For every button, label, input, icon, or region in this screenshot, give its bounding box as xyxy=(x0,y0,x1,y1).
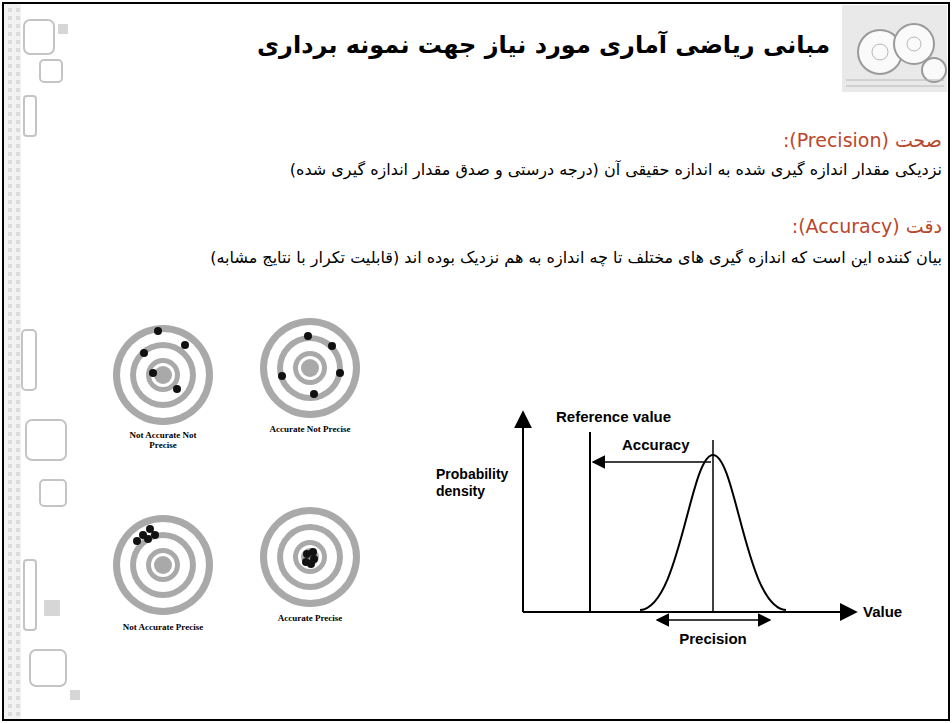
definition-text: بیان کننده این است که اندازه گیری های مخ… xyxy=(40,246,942,270)
target-caption: Not Accurate Not Precise xyxy=(118,430,208,451)
deco-blocks xyxy=(44,24,80,700)
blueprint-picture xyxy=(842,5,947,92)
axis-label: Value xyxy=(863,603,902,620)
deco-strip xyxy=(3,3,21,720)
slide-title: مبانی ریاضی آماری مورد نیاز جهت نمونه بر… xyxy=(120,30,830,61)
slide-frame xyxy=(3,3,949,720)
axis-label: Accuracy xyxy=(622,436,690,453)
target-caption: Not Accurate Precise xyxy=(118,622,208,632)
target-symbols xyxy=(113,318,360,615)
term-heading: دقت (Accuracy): xyxy=(560,214,942,239)
axis-label: Reference value xyxy=(556,408,671,425)
probability-plot xyxy=(523,412,856,620)
definition-text: نزدیکی مقدار اندازه گیری شده به اندازه ح… xyxy=(40,158,942,182)
axis-label: Precision xyxy=(663,630,763,647)
term-heading: صحت (Precision): xyxy=(560,128,942,153)
target-caption: Accurate Precise xyxy=(255,613,365,623)
deco-squares xyxy=(22,20,66,686)
target-caption: Accurate Not Precise xyxy=(255,424,365,434)
axis-label: Probability density xyxy=(436,466,518,500)
